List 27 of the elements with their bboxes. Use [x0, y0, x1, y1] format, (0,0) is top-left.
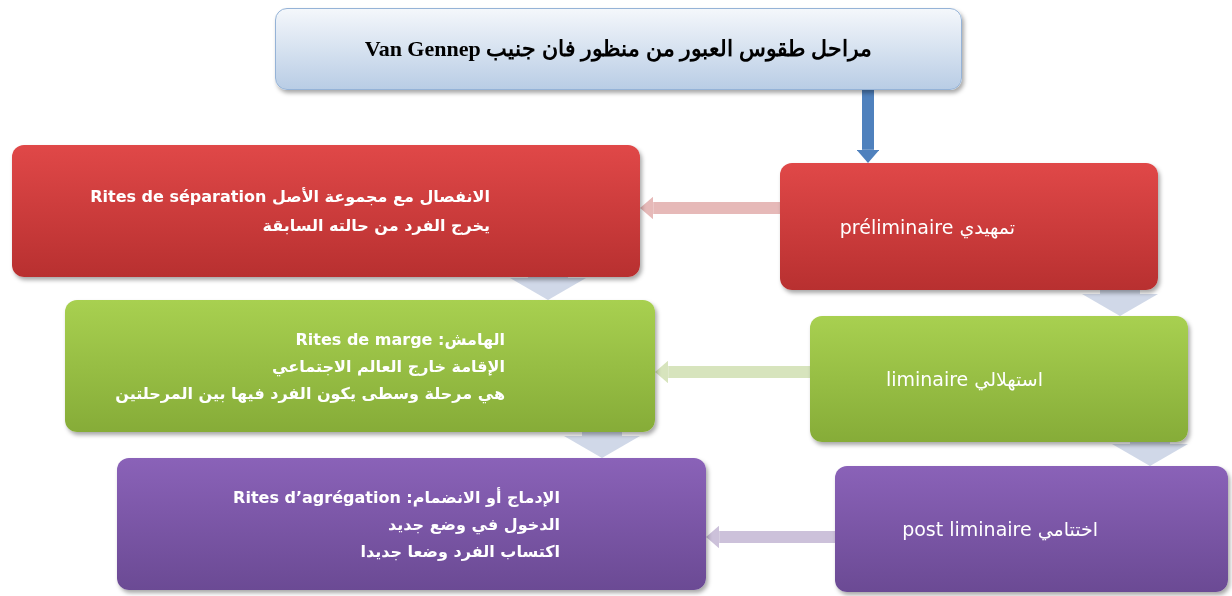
- arrow: [1082, 290, 1158, 316]
- stage-heading: الإدماج أو الانضمام: Rites d’agrégation: [233, 487, 560, 507]
- stage-description: الدخول في وضع جديد: [388, 514, 560, 534]
- stage-box: [810, 316, 1188, 442]
- arrow: [856, 90, 880, 163]
- arrow: [640, 196, 780, 220]
- stage-description: اكتساب الفرد وضعا جديدا: [360, 541, 560, 561]
- stage-box: [65, 300, 655, 432]
- stage-heading: استهلالي liminaire: [885, 368, 1043, 390]
- stage-heading: تمهيدي préliminaire: [839, 215, 1015, 238]
- stage-box: [780, 163, 1158, 290]
- stage-box: [117, 458, 706, 590]
- stage-description: الإقامة خارج العالم الاجتماعي: [272, 356, 505, 376]
- stage-box: [835, 466, 1228, 592]
- arrow: [655, 360, 810, 384]
- stage-description: يخرج الفرد من حالته السابقة: [262, 216, 490, 235]
- title-box: [275, 8, 962, 90]
- arrow: [1112, 442, 1188, 466]
- stage-heading: الانفصال مع مجموعة الأصل Rites de séparation: [90, 187, 490, 206]
- stage-description: هي مرحلة وسطى يكون الفرد فيها بين المرحلتين: [115, 383, 505, 403]
- stage-heading: الهامش: Rites de marge: [295, 329, 505, 349]
- stage-box: [12, 145, 640, 277]
- stage-heading: اختتامي post liminaire: [902, 518, 1098, 540]
- arrow: [706, 525, 835, 549]
- arrow: [510, 277, 586, 300]
- arrow: [564, 432, 640, 458]
- title-text: مراحل طقوس العبور من منظور فان جنيب Van Gennep: [364, 36, 873, 62]
